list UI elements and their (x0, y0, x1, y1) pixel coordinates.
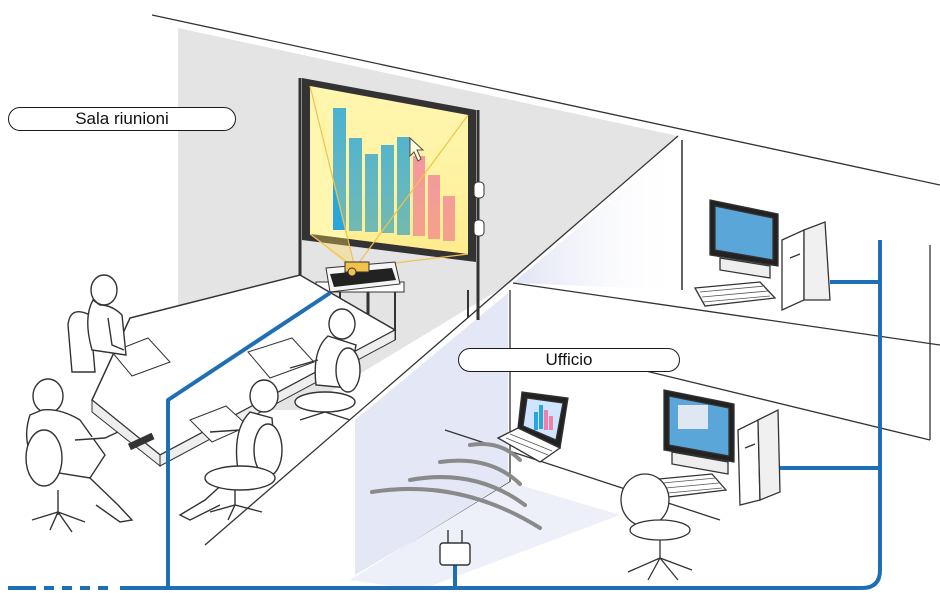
monitor-screen (714, 205, 774, 261)
remote-control (127, 432, 155, 451)
paper (111, 337, 171, 377)
office-label: Ufficio (458, 348, 680, 372)
wireless-signal (370, 442, 542, 530)
laptop-icon (496, 391, 569, 463)
upper-office-wall (513, 140, 682, 290)
paper (247, 337, 315, 379)
meeting-participants (25, 274, 361, 533)
desktop-computer-icon (693, 199, 831, 312)
wireless-access-point-icon (439, 530, 471, 566)
chair-icon (620, 473, 693, 581)
meeting-room-label: Sala riunioni (8, 107, 236, 131)
chair-icon (204, 423, 283, 521)
network-cable (120, 240, 882, 590)
projector-light-beam (309, 85, 469, 272)
desktop-computer-icon (620, 389, 781, 581)
chair-icon (294, 347, 361, 421)
chair-icon (25, 429, 86, 533)
person-icon (67, 274, 127, 373)
